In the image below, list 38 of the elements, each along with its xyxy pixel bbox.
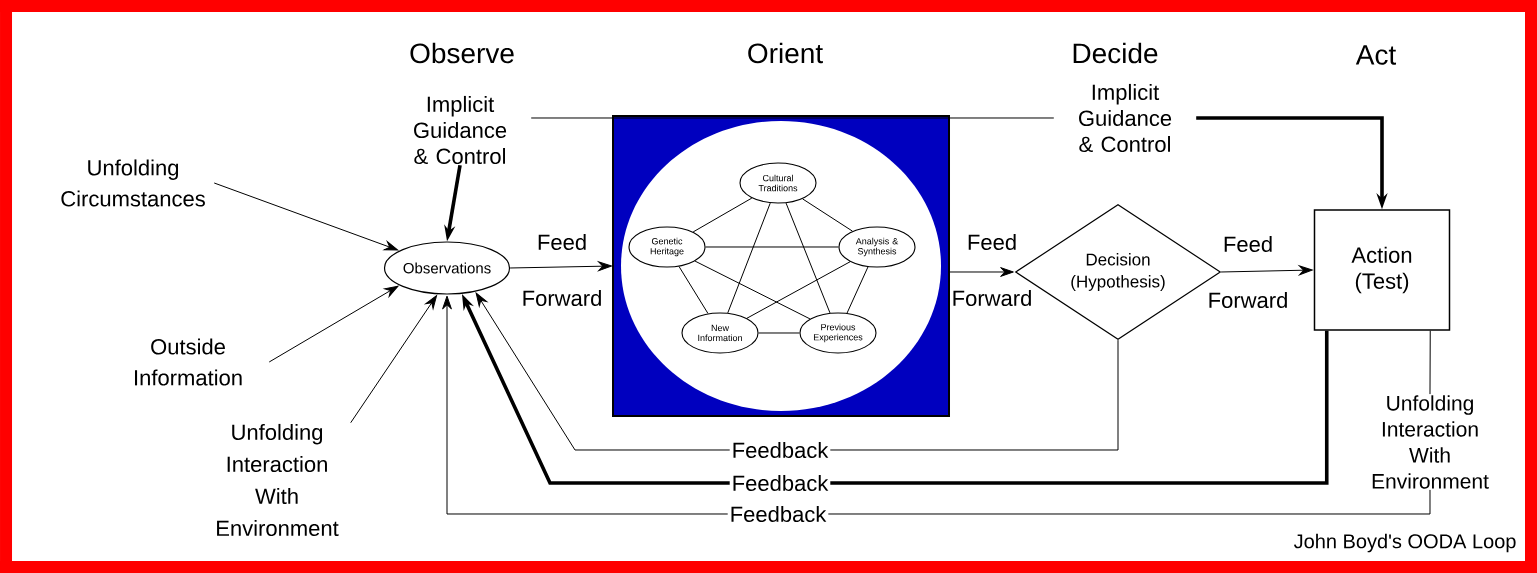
- arrow: [1220, 265, 1313, 276]
- input-label: Unfolding Circumstances: [61, 159, 205, 207]
- interaction-label: Unfolding Interaction With Environment: [1372, 395, 1489, 489]
- connector-line: [785, 202, 831, 314]
- column-heading: Orient: [748, 42, 823, 64]
- connector-line: [746, 261, 851, 319]
- input-label: Unfolding Interaction With Environment: [217, 423, 339, 537]
- action-box: Action (Test): [1313, 209, 1451, 331]
- arrow: [442, 295, 1431, 515]
- edge-label: Feedback: [729, 472, 831, 494]
- connector-line: [1429, 330, 1431, 395]
- edge-label: Feed Forward: [953, 233, 1031, 307]
- arrow: [268, 285, 399, 363]
- input-label: Outside Information: [135, 338, 242, 386]
- connector-line: [705, 246, 839, 248]
- connector-line: [678, 266, 709, 314]
- arrow: [213, 182, 399, 251]
- connector-line: [802, 198, 853, 232]
- guidance-label: Implicit Guidance & Control: [414, 95, 507, 165]
- arrow: [948, 267, 1014, 277]
- connector-line: [530, 117, 1055, 119]
- edge-label: Feedback: [729, 439, 831, 461]
- arrow: [475, 292, 1119, 451]
- column-heading: Observe: [410, 42, 514, 64]
- edge-label: Feedback: [727, 503, 829, 525]
- connector-line: [846, 266, 869, 314]
- guidance-label: Implicit Guidance & Control: [1079, 83, 1172, 153]
- arrow: [350, 295, 438, 424]
- column-heading: Decide: [1073, 42, 1158, 64]
- connector-line: [758, 332, 800, 334]
- connector-line: [727, 202, 771, 314]
- connector-line: [692, 197, 753, 233]
- edge-label: Feed Forward: [1209, 235, 1287, 309]
- caption: John Boyd's OODA Loop: [1293, 533, 1516, 553]
- connector-line: [694, 260, 811, 320]
- arrow: [509, 261, 612, 272]
- edge-label: Feed Forward: [523, 233, 601, 307]
- column-heading: Act: [1355, 45, 1396, 65]
